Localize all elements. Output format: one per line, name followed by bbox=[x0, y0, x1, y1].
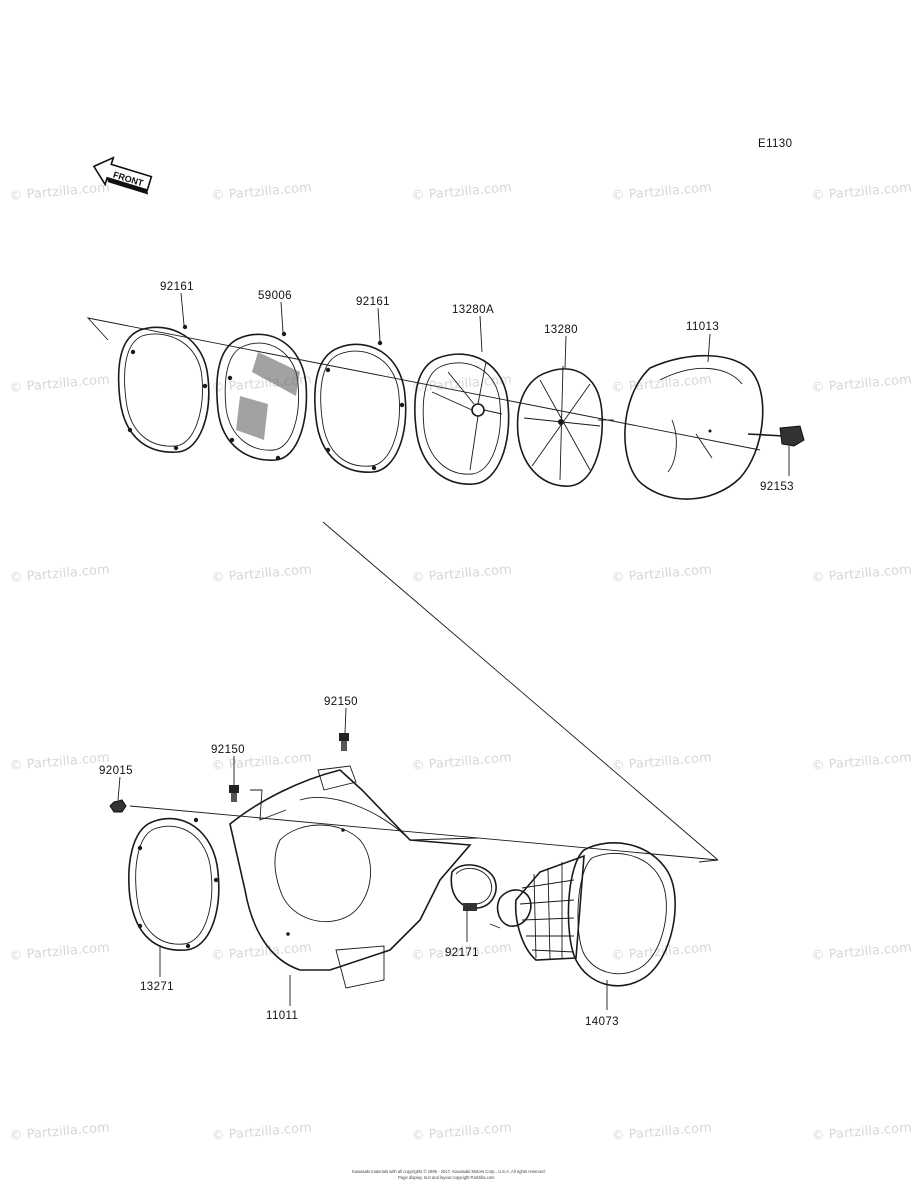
watermark: © Partzilla.com bbox=[211, 940, 312, 964]
watermark: © Partzilla.com bbox=[411, 1120, 512, 1144]
watermark: © Partzilla.com bbox=[9, 372, 110, 396]
part-label: 13271 bbox=[140, 981, 174, 993]
watermark: © Partzilla.com bbox=[611, 372, 712, 396]
part-label: 92150 bbox=[211, 744, 245, 756]
watermark: © Partzilla.com bbox=[811, 1120, 912, 1144]
part-label: 11011 bbox=[266, 1010, 298, 1022]
gasket-icon bbox=[314, 340, 407, 473]
copyright-line: Kawasaki materials with all copyrights ©… bbox=[352, 1169, 546, 1174]
watermark: © Partzilla.com bbox=[211, 180, 312, 204]
part-label: 14073 bbox=[585, 1016, 619, 1028]
intake-duct-icon bbox=[489, 842, 676, 987]
watermark: © Partzilla.com bbox=[9, 750, 110, 774]
watermark: © Partzilla.com bbox=[611, 1120, 712, 1144]
watermark: © Partzilla.com bbox=[9, 940, 110, 964]
watermark: © Partzilla.com bbox=[411, 180, 512, 204]
watermark: © Partzilla.com bbox=[9, 1120, 110, 1144]
part-label: 59006 bbox=[258, 290, 292, 302]
element-holder-icon bbox=[516, 365, 614, 487]
air-filter-icon bbox=[624, 354, 764, 500]
watermark: © Partzilla.com bbox=[411, 750, 512, 774]
watermark: © Partzilla.com bbox=[811, 372, 912, 396]
watermark: © Partzilla.com bbox=[9, 180, 110, 204]
part-label: 92150 bbox=[324, 696, 358, 708]
assembly-lines bbox=[86, 317, 761, 863]
element-holder-icon bbox=[414, 353, 510, 485]
clamp-icon bbox=[450, 864, 497, 911]
copyright-line: Page display, text and layout copyright … bbox=[398, 1175, 495, 1180]
watermark: © Partzilla.com bbox=[9, 562, 110, 586]
air-box-icon bbox=[229, 765, 479, 989]
watermark: © Partzilla.com bbox=[811, 562, 912, 586]
bolt-icon bbox=[747, 425, 805, 447]
nut-icon bbox=[109, 799, 127, 813]
watermark: © Partzilla.com bbox=[811, 180, 912, 204]
front-arrow-icon: FRONT bbox=[92, 156, 153, 195]
screen-icon bbox=[216, 331, 308, 461]
watermark-layer: © Partzilla.com © Partzilla.com © Partzi… bbox=[9, 180, 912, 1144]
part-label: 92015 bbox=[99, 765, 133, 777]
watermark: © Partzilla.com bbox=[211, 1120, 312, 1144]
diagram-code: E1130 bbox=[758, 138, 792, 150]
bolt-icon bbox=[229, 785, 239, 802]
part-label: 13280A bbox=[452, 304, 494, 316]
bolt-icon bbox=[339, 733, 349, 751]
part-label: 92161 bbox=[356, 296, 390, 308]
watermark: © Partzilla.com bbox=[211, 562, 312, 586]
gasket-icon bbox=[117, 324, 210, 453]
watermark: © Partzilla.com bbox=[611, 940, 712, 964]
watermark: © Partzilla.com bbox=[411, 562, 512, 586]
watermark: © Partzilla.com bbox=[611, 180, 712, 204]
gasket-icon bbox=[128, 817, 220, 951]
watermark: © Partzilla.com bbox=[611, 750, 712, 774]
watermark: © Partzilla.com bbox=[811, 940, 912, 964]
watermark: © Partzilla.com bbox=[611, 562, 712, 586]
part-label: 92161 bbox=[160, 281, 194, 293]
part-label: 92153 bbox=[760, 481, 794, 493]
part-label: 13280 bbox=[544, 324, 578, 336]
watermark: © Partzilla.com bbox=[811, 750, 912, 774]
part-label: 92171 bbox=[445, 947, 479, 959]
part-label: 11013 bbox=[686, 321, 719, 333]
